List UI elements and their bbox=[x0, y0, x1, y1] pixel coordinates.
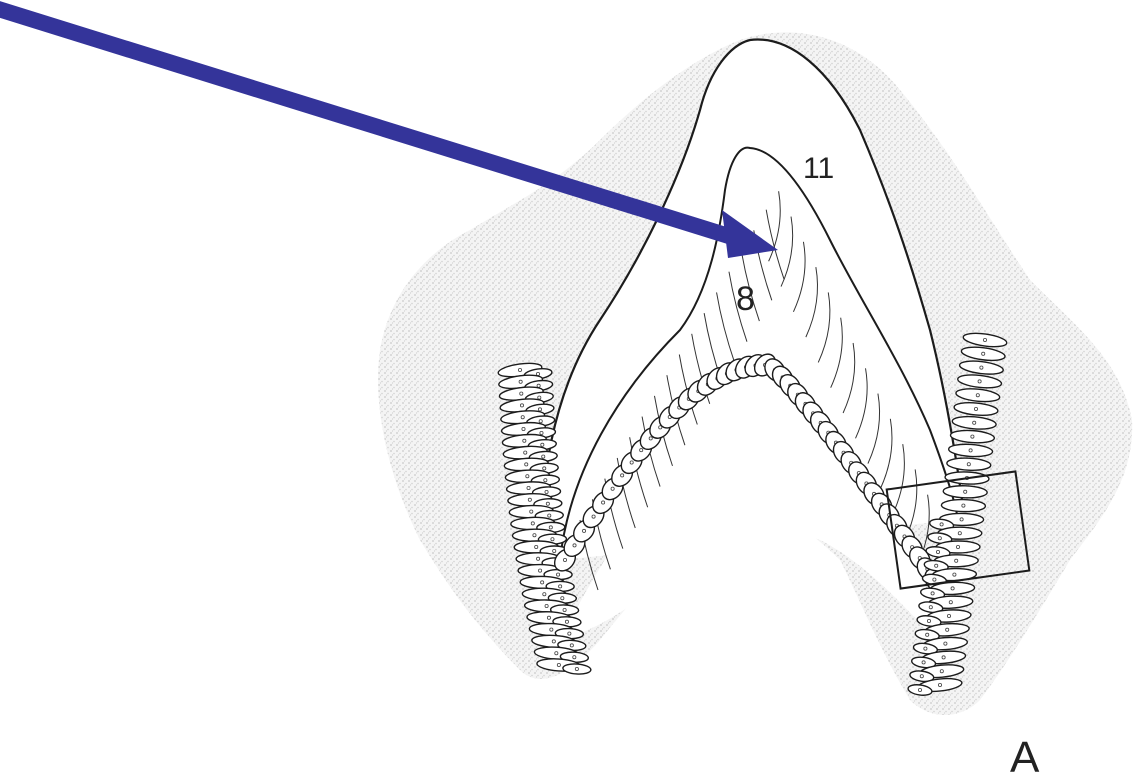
panel-label: A bbox=[1010, 733, 1040, 781]
label-inner-layer: 8 bbox=[736, 280, 755, 318]
right-cell bbox=[941, 499, 985, 512]
left-cell bbox=[563, 663, 592, 675]
label-outer-layer: 11 bbox=[803, 152, 834, 185]
